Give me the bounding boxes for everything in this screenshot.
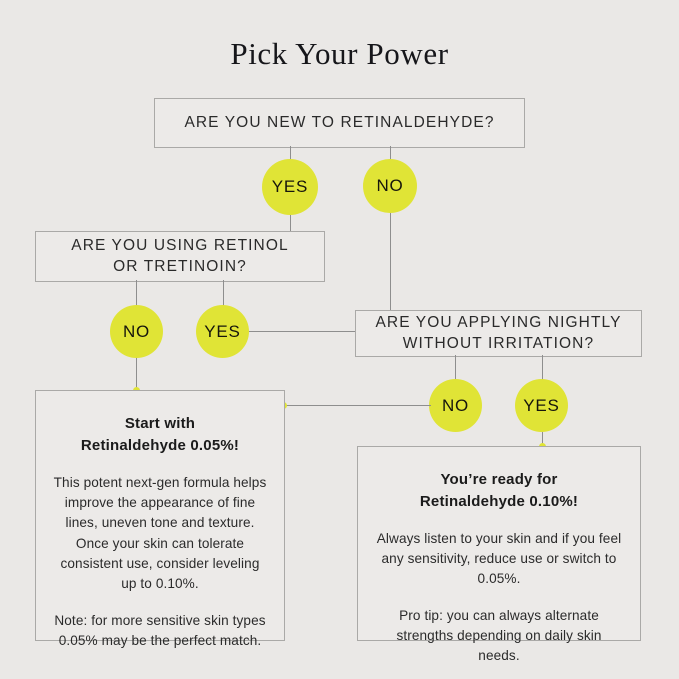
connector-q2yes-to-q3: [249, 331, 355, 332]
answer-bubble-q1-no-label: NO: [376, 176, 404, 195]
result-box-ready-010-body-2: Pro tip: you can always alternate streng…: [396, 607, 602, 664]
result-box-ready-010-body-1: Always listen to your skin and if you fe…: [376, 530, 622, 587]
question-box-using-retinol: ARE YOU USING RETINOL OR TRETINOIN?: [35, 231, 325, 282]
connector-q3no-to-left-result: [283, 405, 431, 406]
connector-yes-to-q2: [290, 215, 291, 231]
q3-line-1: ARE YOU APPLYING NIGHTLY: [375, 313, 622, 331]
connector-q1-to-yes: [290, 146, 291, 162]
connector-q3-to-no: [455, 355, 456, 381]
connector-q1-to-no: [390, 146, 391, 162]
result-box-start-005-heading: Start with Retinaldehyde 0.05%!: [52, 413, 268, 457]
answer-bubble-q2-no-label: NO: [122, 321, 151, 341]
connector-q2-to-no: [136, 280, 137, 308]
answer-bubble-q3-yes-label: YES: [523, 395, 560, 415]
left-head-line-2: Retinaldehyde 0.05%!: [80, 436, 240, 454]
connector-q3yes-to-right-result: [542, 432, 543, 450]
result-box-start-005: Start with Retinaldehyde 0.05%! This pot…: [35, 390, 285, 648]
result-box-ready-010: You’re ready for Retinaldehyde 0.10%! Al…: [357, 446, 641, 663]
answer-bubble-q1-yes-label: YES: [271, 177, 309, 196]
right-head-line-1: You’re ready for: [440, 471, 558, 488]
question-box-new-to-retinaldehyde-label: ARE YOU NEW TO RETINALDEHYDE?: [184, 113, 495, 131]
left-head-line-1: Start with: [124, 415, 196, 432]
connector-q2-to-yes: [223, 280, 224, 308]
connector-q2no-to-left-result: [136, 358, 137, 391]
connector-q3-to-yes: [542, 355, 543, 381]
question-box-applying-nightly-label: ARE YOU APPLYING NIGHTLY WITHOUT IRRITAT…: [375, 313, 621, 355]
question-box-applying-nightly: ARE YOU APPLYING NIGHTLY WITHOUT IRRITAT…: [355, 310, 642, 357]
right-head-line-2: Retinaldehyde 0.10%!: [419, 492, 579, 510]
answer-bubble-q1-no[interactable]: NO: [363, 159, 417, 213]
result-box-ready-010-heading: You’re ready for Retinaldehyde 0.10%!: [374, 469, 624, 513]
q2-line-2: OR TRETINOIN?: [113, 257, 247, 275]
result-box-start-005-body-2: Note: for more sensitive skin types 0.05…: [54, 612, 266, 649]
answer-bubble-q2-no[interactable]: NO: [110, 305, 163, 358]
connector-no-to-q3: [390, 213, 391, 310]
answer-bubble-q3-yes[interactable]: YES: [515, 379, 568, 432]
question-box-new-to-retinaldehyde: ARE YOU NEW TO RETINALDEHYDE?: [154, 98, 525, 148]
answer-bubble-q3-no[interactable]: NO: [429, 379, 482, 432]
result-box-start-005-body-1: This potent next-gen formula helps impro…: [53, 474, 267, 592]
answer-bubble-q2-yes-label: YES: [204, 321, 241, 341]
q3-line-2: WITHOUT IRRITATION?: [402, 334, 595, 352]
answer-bubble-q2-yes[interactable]: YES: [196, 305, 249, 358]
answer-bubble-q3-no-label: NO: [441, 395, 470, 415]
page-title: Pick Your Power: [230, 36, 449, 71]
q2-line-1: ARE YOU USING RETINOL: [71, 236, 289, 254]
answer-bubble-q1-yes[interactable]: YES: [262, 159, 318, 215]
question-box-using-retinol-label: ARE YOU USING RETINOL OR TRETINOIN?: [71, 236, 288, 278]
